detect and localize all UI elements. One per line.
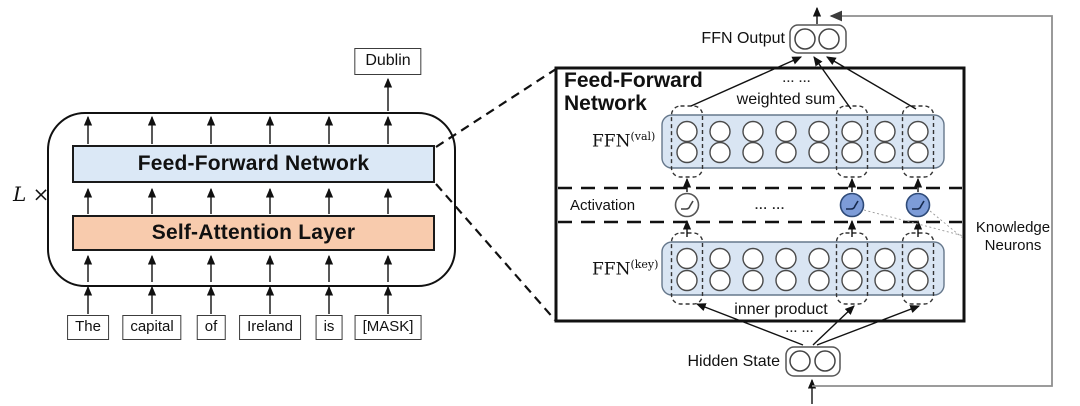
neuron-circles — [676, 120, 929, 292]
input-token: of — [196, 315, 226, 340]
ffn-val-matrix — [661, 114, 945, 169]
knowledge-neuron — [839, 192, 865, 218]
ffn-layer-box: Feed-Forward Network — [72, 145, 435, 183]
ffn-val-label: FFN(val) — [592, 130, 656, 152]
hidden-state-label: Hidden State — [687, 353, 780, 370]
activation-neuron — [674, 192, 700, 218]
knowledge-neuron-column-highlights — [670, 105, 935, 305]
knowledge-neurons-label: Knowledge Neurons — [975, 219, 1051, 254]
input-token: Ireland — [239, 315, 301, 340]
weighted-sum-arrows — [690, 56, 917, 110]
activation-neurons — [674, 192, 931, 218]
input-token: capital — [122, 315, 182, 340]
input-token: The — [67, 315, 109, 340]
ffn-output-label: FFN Output — [701, 30, 785, 47]
layer-repeat-label: L × — [13, 182, 50, 206]
knowledge-neuron-column-highlight — [901, 105, 935, 178]
ellipsis-top: ... ... — [782, 73, 812, 85]
output-token-box: Dublin — [354, 48, 422, 75]
knowledge-neuron-column-highlight — [901, 232, 935, 305]
ffn-detail-title: Feed-Forward Network — [564, 69, 703, 115]
self-attention-layer-label: Self-Attention Layer — [151, 221, 356, 244]
ffn-key-matrix — [661, 241, 945, 296]
knowledge-neuron-leader-lines — [863, 209, 965, 240]
knowledge-neuron-column-highlight — [670, 232, 704, 305]
ellipsis-bottom: ... ... — [785, 323, 815, 335]
input-token: is — [315, 315, 343, 340]
inner-product-label: inner product — [734, 301, 828, 318]
knowledge-neuron — [905, 192, 931, 218]
ffn-layer-label: Feed-Forward Network — [137, 152, 370, 175]
ffn-detail-box — [554, 66, 966, 323]
input-token: [MASK] — [354, 315, 422, 340]
ellipsis-activation: ... ... — [754, 198, 786, 212]
transformer-block — [47, 112, 456, 287]
inner-product-arrows — [695, 303, 921, 346]
output-token-label: Dublin — [365, 52, 411, 69]
knowledge-neuron-column-highlight — [835, 105, 869, 178]
activation-label: Activation — [570, 197, 636, 214]
residual-loop-line — [812, 10, 1053, 387]
knowledge-neuron-column-highlight — [670, 105, 704, 178]
self-attention-layer-box: Self-Attention Layer — [72, 215, 435, 251]
token-column-arrows — [83, 77, 393, 314]
ffn-key-label: FFN(key) — [592, 258, 659, 280]
weighted-sum-label: weighted sum — [736, 91, 836, 108]
knowledge-neuron-column-highlight — [835, 232, 869, 305]
